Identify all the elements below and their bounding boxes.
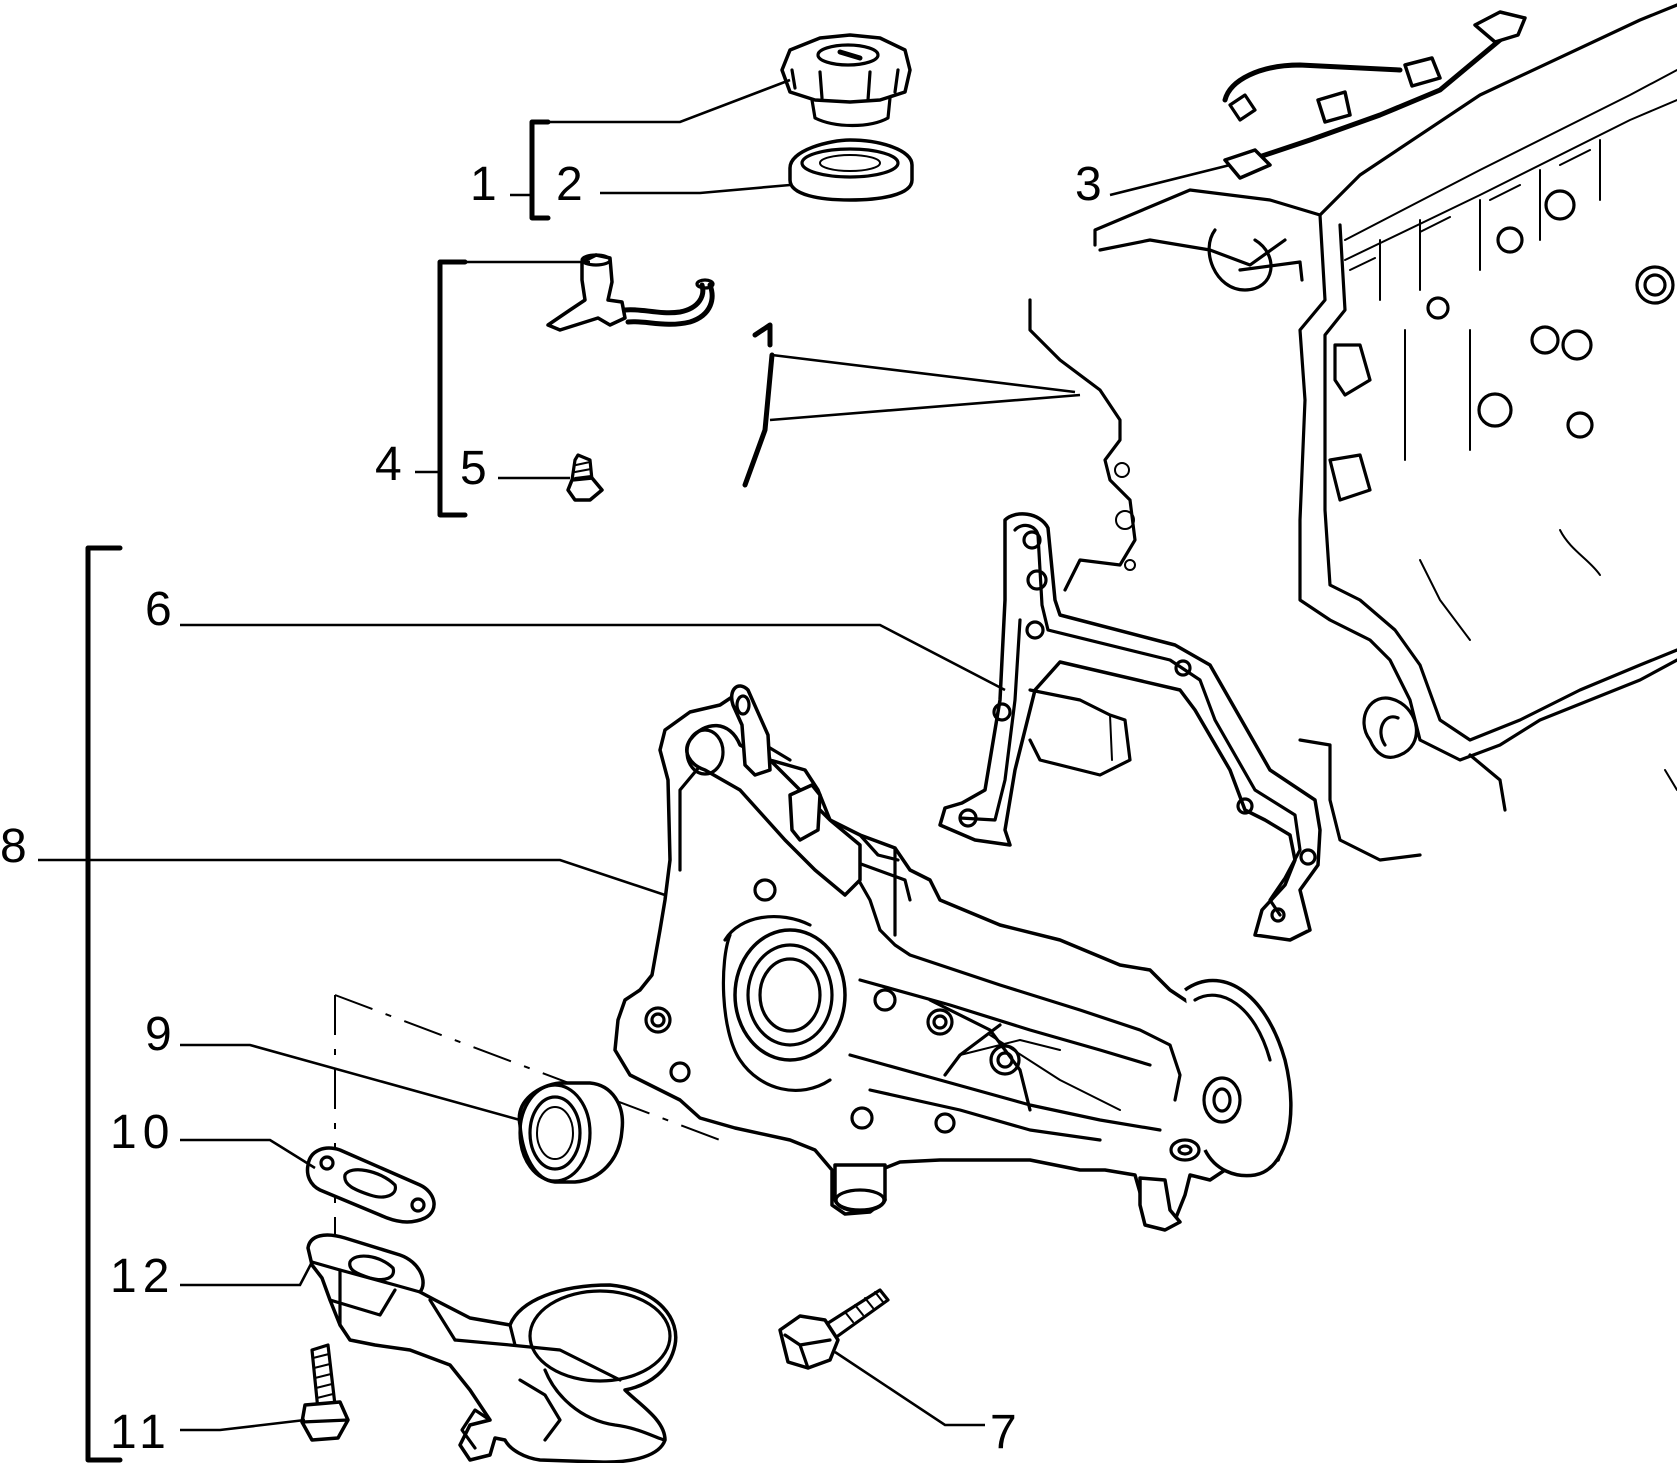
- gasket-icon: [938, 512, 1322, 942]
- callout-9: 9: [145, 1008, 178, 1061]
- attachment-guide-icon: [742, 322, 1081, 488]
- engine-block-icon: [1093, 3, 1677, 862]
- callout-12: 12: [110, 1250, 175, 1303]
- oil-pickup-icon: [306, 1233, 678, 1463]
- centerline-icon: [334, 994, 721, 1141]
- flange-gasket-icon: [305, 1146, 436, 1224]
- callout-10: 10: [110, 1106, 175, 1159]
- screw-icon: [566, 453, 604, 502]
- cover-plate-icon: [1028, 688, 1132, 777]
- callout-1: 1: [470, 158, 503, 211]
- callout-8: 8: [0, 820, 33, 873]
- callout-3: 3: [1075, 158, 1108, 211]
- sensor-icon: [546, 253, 715, 332]
- harness-icon: [1222, 10, 1527, 180]
- pump-housing-icon: [613, 684, 1293, 1232]
- callout-4: 4: [375, 438, 408, 491]
- callout-7: 7: [990, 1406, 1023, 1459]
- group-bracket-1: [529, 119, 551, 221]
- callout-6: 6: [145, 583, 178, 636]
- block-edge-icon: [1028, 298, 1137, 592]
- bolt-icon: [778, 1288, 890, 1370]
- filler-cap-icon: [780, 33, 912, 128]
- group-bracket-8: [85, 545, 123, 1463]
- callout-2: 2: [556, 158, 589, 211]
- bolt-icon: [300, 1343, 350, 1442]
- seal-ring-icon: [788, 138, 914, 202]
- leader-lines: [38, 78, 1231, 1432]
- callout-11: 11: [110, 1406, 172, 1459]
- group-bracket-4: [437, 259, 468, 518]
- callout-5: 5: [460, 442, 493, 495]
- oil-seal-icon: [517, 1081, 625, 1184]
